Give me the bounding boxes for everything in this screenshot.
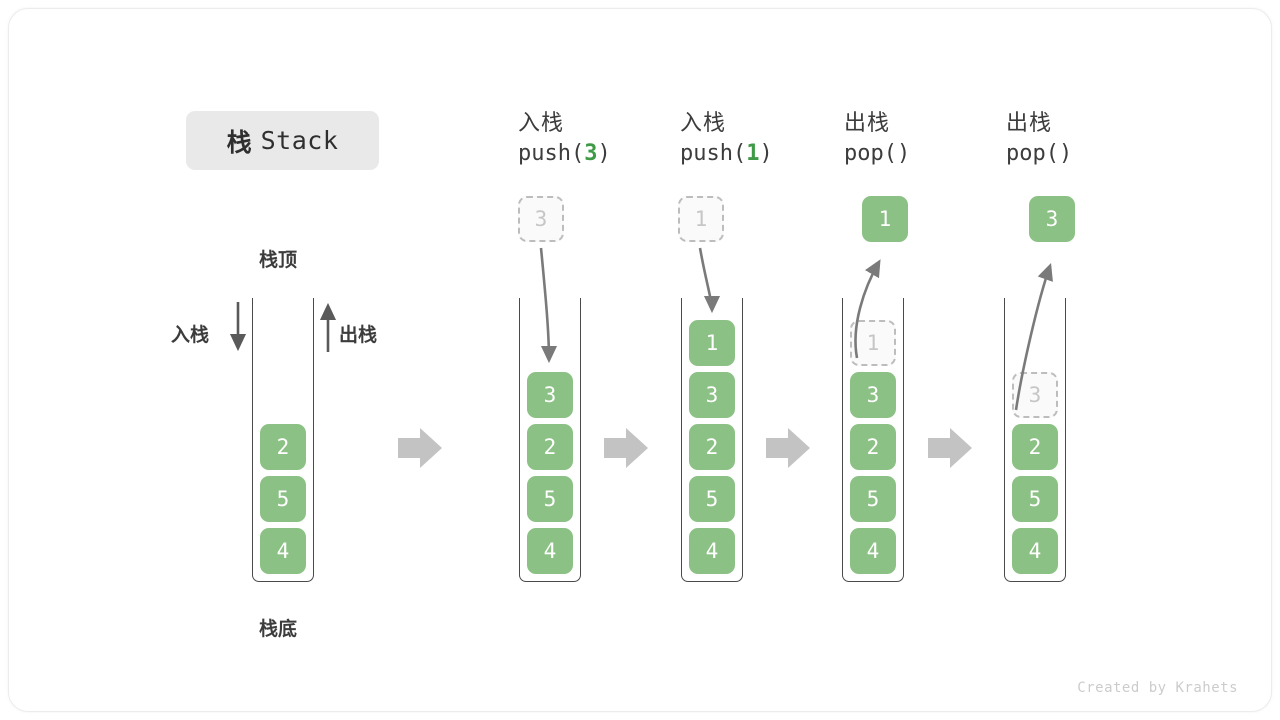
stack-slot: 2 xyxy=(850,424,896,470)
floating-box-pop-3: 3 xyxy=(1029,196,1075,242)
column-header-line2: push(1) xyxy=(680,141,773,166)
label-push-direction: 入栈 xyxy=(171,325,210,346)
stack-slot: 5 xyxy=(260,476,306,522)
stack-slot: 4 xyxy=(689,528,735,574)
column-header-push-1: 入栈 push(1) xyxy=(680,108,840,170)
stack-slot: 1 xyxy=(689,320,735,366)
stack-container-push-3 xyxy=(519,298,581,582)
stack-slot: 5 xyxy=(527,476,573,522)
stack-slot: 4 xyxy=(527,528,573,574)
column-header-arg: 1 xyxy=(746,141,760,166)
stack-slot: 4 xyxy=(850,528,896,574)
figure-title-cn: 栈 xyxy=(226,128,253,157)
stack-slot: 4 xyxy=(260,528,306,574)
column-header-line1: 出栈 xyxy=(1006,110,1053,135)
column-header-line1: 入栈 xyxy=(518,110,565,135)
stack-container-initial xyxy=(252,298,314,582)
stack-slot: 3 xyxy=(850,372,896,418)
stack-container-pop-3 xyxy=(1004,298,1066,582)
figure-title-en: Stack xyxy=(260,126,339,155)
label-stack-bottom: 栈底 xyxy=(259,619,298,640)
figure-title-chip: 栈 Stack xyxy=(186,111,379,170)
column-header-arg: 3 xyxy=(584,141,598,166)
column-header-pop-1: 出栈 pop() xyxy=(844,108,1004,170)
stack-slot: 3 xyxy=(527,372,573,418)
stack-slot: 3 xyxy=(689,372,735,418)
footer-credit: Created by Krahets xyxy=(1077,680,1238,696)
column-header-line2: pop() xyxy=(1006,141,1073,166)
floating-box-pop-1: 1 xyxy=(862,196,908,242)
stack-container-push-1 xyxy=(681,298,743,582)
column-header-line2: push(3) xyxy=(518,141,611,166)
column-header-pop-3: 出栈 pop() xyxy=(1006,108,1166,170)
label-pop-direction: 出栈 xyxy=(339,325,378,346)
floating-box-push-1: 1 xyxy=(678,196,724,242)
column-header-line1: 出栈 xyxy=(844,110,891,135)
stack-slot: 2 xyxy=(689,424,735,470)
stack-slot: 5 xyxy=(850,476,896,522)
label-stack-top: 栈顶 xyxy=(259,250,298,271)
column-header-line2: pop() xyxy=(844,141,911,166)
stack-slot: 2 xyxy=(527,424,573,470)
stack-slot: 2 xyxy=(1012,424,1058,470)
stack-slot: 5 xyxy=(689,476,735,522)
column-header-push-3: 入栈 push(3) xyxy=(518,108,678,170)
floating-box-push-3: 3 xyxy=(518,196,564,242)
stack-slot: 4 xyxy=(1012,528,1058,574)
stack-slot-ghost: 1 xyxy=(850,320,896,366)
stack-slot: 2 xyxy=(260,424,306,470)
stack-slot-ghost: 3 xyxy=(1012,372,1058,418)
stack-container-pop-1 xyxy=(842,298,904,582)
column-header-line1: 入栈 xyxy=(680,110,727,135)
stack-slot: 5 xyxy=(1012,476,1058,522)
